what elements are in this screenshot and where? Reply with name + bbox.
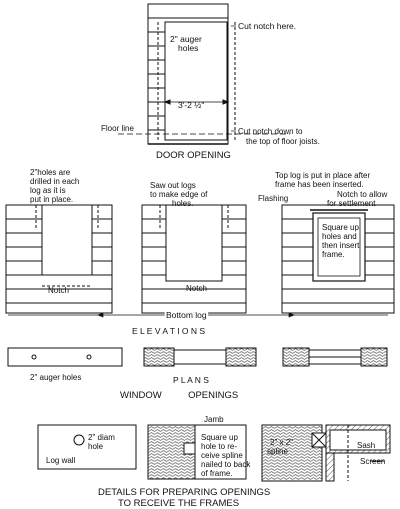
detail-log-wall [37, 424, 137, 470]
window-holes-drilled-line2: drilled in each [30, 177, 79, 186]
window-notch-mid-label: Notch [186, 284, 207, 293]
window-saw-out-line1: Saw out logs [150, 181, 196, 190]
door-dimension: 3'-2 ½" [178, 100, 204, 110]
detail-log-wall-label: Log wall [46, 456, 76, 465]
detail-spline-line2: spline [267, 447, 288, 456]
plans-heading: P L A N S [173, 375, 209, 385]
detail-diam-hole-line2: hole [88, 442, 104, 451]
detail-square-spline-line4: nailed to back [201, 460, 251, 469]
window-square-up-line4: frame. [322, 250, 345, 259]
window-plan-left [7, 347, 123, 367]
detail-square-spline-line5: of frame. [201, 469, 233, 478]
window-top-log-line1: Top log is put in place after [275, 171, 371, 180]
window-plan-middle [143, 347, 257, 367]
detail-spline-line1: 2" x 2" [270, 438, 293, 447]
detail-square-spline-line2: hole to re- [201, 442, 237, 451]
window-openings-title: WINDOW OPENINGS [120, 390, 238, 401]
window-plan-right [282, 347, 388, 367]
window-saw-out-line2: to make edge of [150, 190, 208, 199]
plan-auger-holes-label: 2" auger holes [30, 373, 81, 382]
window-bottom-log-label: Bottom log [166, 310, 207, 320]
door-cut-notch-here: Cut notch here. [238, 21, 296, 31]
door-auger-holes-line2: holes [178, 43, 198, 53]
window-saw-out-line3: holes. [172, 199, 193, 208]
window-notch-allow-line2: for settlement [327, 199, 376, 208]
detail-frame-section [261, 424, 391, 482]
detail-jamb-section [147, 424, 247, 480]
detail-square-spline-line1: Square up [201, 433, 238, 442]
detail-square-spline-line3: ceive spline [201, 451, 243, 460]
window-elevation-right [281, 204, 395, 314]
door-auger-holes-line1: 2" auger [170, 34, 202, 44]
window-notch-left-label: Notch [48, 286, 69, 295]
details-title-line2: TO RECEIVE THE FRAMES [118, 498, 239, 509]
window-top-log-line2: frame has been inserted. [275, 180, 364, 189]
door-opening-title: DOOR OPENING [156, 150, 231, 161]
door-floor-line: Floor line [101, 124, 134, 133]
detail-jamb-label: Jamb [204, 415, 224, 424]
door-cut-notch-down-line1: Cut notch down to [238, 127, 303, 136]
bottom-log-arrow [8, 312, 388, 318]
door-opening-elevation [118, 3, 290, 145]
window-elevations-heading: E L E V A T I O N S [132, 326, 205, 336]
window-holes-drilled-line4: put in place. [30, 195, 73, 204]
window-elevation-left [5, 204, 113, 314]
window-elevation-middle [141, 204, 247, 314]
window-square-up-line3: then insert [322, 241, 360, 250]
window-notch-allow-line1: Notch to allow [337, 190, 387, 199]
door-cut-notch-down-line2: the top of floor joists. [246, 137, 320, 146]
detail-diam-hole-line1: 2" diam [88, 433, 115, 442]
window-square-up-line1: Square up [322, 223, 359, 232]
window-holes-drilled-line3: log as it is [30, 186, 66, 195]
window-flashing: Flashing [258, 194, 288, 203]
detail-sash-label: Sash [357, 441, 375, 450]
details-title-line1: DETAILS FOR PREPARING OPENINGS [98, 487, 270, 498]
window-holes-drilled-line1: 2"holes are [30, 168, 71, 177]
window-square-up-line2: holes and [322, 232, 357, 241]
detail-screen-label: Screen [360, 457, 385, 466]
